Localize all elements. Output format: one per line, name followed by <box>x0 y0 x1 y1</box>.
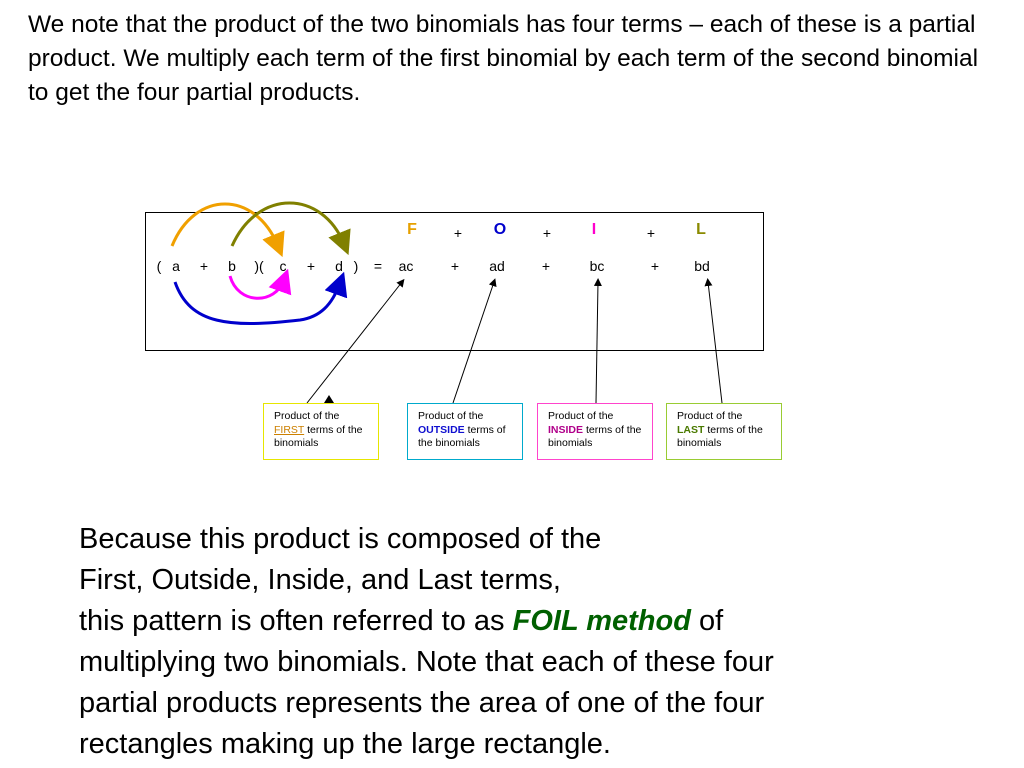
label-outside: Product of the OUTSIDE terms of the bino… <box>407 403 523 460</box>
equation-token: + <box>541 258 551 274</box>
summary-line: multiplying two binomials. Note that eac… <box>79 646 774 678</box>
equation-token: d <box>335 258 343 274</box>
equation-token: ) <box>353 258 359 274</box>
foil-plus: + <box>646 225 656 241</box>
equation-token: ac <box>398 258 414 274</box>
label-inside: Product of the INSIDE terms of the binom… <box>537 403 653 460</box>
equation-token: + <box>450 258 460 274</box>
equation-token: b <box>228 258 236 274</box>
summary-line: partial products represents the area of … <box>79 687 765 719</box>
summary-paragraph: Because this product is composed of the … <box>79 519 959 765</box>
equation-token: ( <box>156 258 162 274</box>
inside-arrow <box>228 268 292 300</box>
equation-token: ad <box>489 258 505 274</box>
label-first: Product of the FIRST terms of the binomi… <box>263 403 379 460</box>
intro-paragraph: We note that the product of the two bino… <box>28 11 979 106</box>
first-pointer <box>306 278 405 404</box>
foil-method-term: FOIL method <box>512 605 691 637</box>
foil-letter-f: F <box>407 221 417 238</box>
inside-pointer <box>593 278 602 404</box>
foil-plus: + <box>542 225 552 241</box>
first-arrow <box>170 202 285 258</box>
last-arrow <box>230 201 351 256</box>
label-last: Product of the LAST terms of the binomia… <box>666 403 782 460</box>
equation-token: )( <box>254 258 264 274</box>
summary-line: Because this product is composed of the <box>79 523 602 555</box>
summary-line: First, Outside, Inside, and Last terms, <box>79 564 561 596</box>
foil-letter-l: L <box>696 221 706 238</box>
outside-pointer <box>452 278 497 404</box>
equation-token: c <box>279 258 287 274</box>
equation-token: + <box>650 258 660 274</box>
summary-line: rectangles making up the large rectangle… <box>79 728 611 760</box>
equation-token: bd <box>694 258 710 274</box>
foil-diagram-box <box>145 212 764 351</box>
foil-plus: + <box>453 225 463 241</box>
last-pointer <box>704 278 723 404</box>
equation-token: bc <box>589 258 605 274</box>
foil-letter-i: I <box>591 221 597 238</box>
foil-letter-o: O <box>493 221 507 238</box>
equation-token: a <box>172 258 180 274</box>
outside-arrow <box>173 271 348 325</box>
equation-token: + <box>199 258 209 274</box>
summary-line: this pattern is often referred to as FOI… <box>79 605 724 637</box>
equation-token: = <box>373 258 383 274</box>
equation-token: + <box>306 258 316 274</box>
small-arrowhead <box>324 395 334 403</box>
